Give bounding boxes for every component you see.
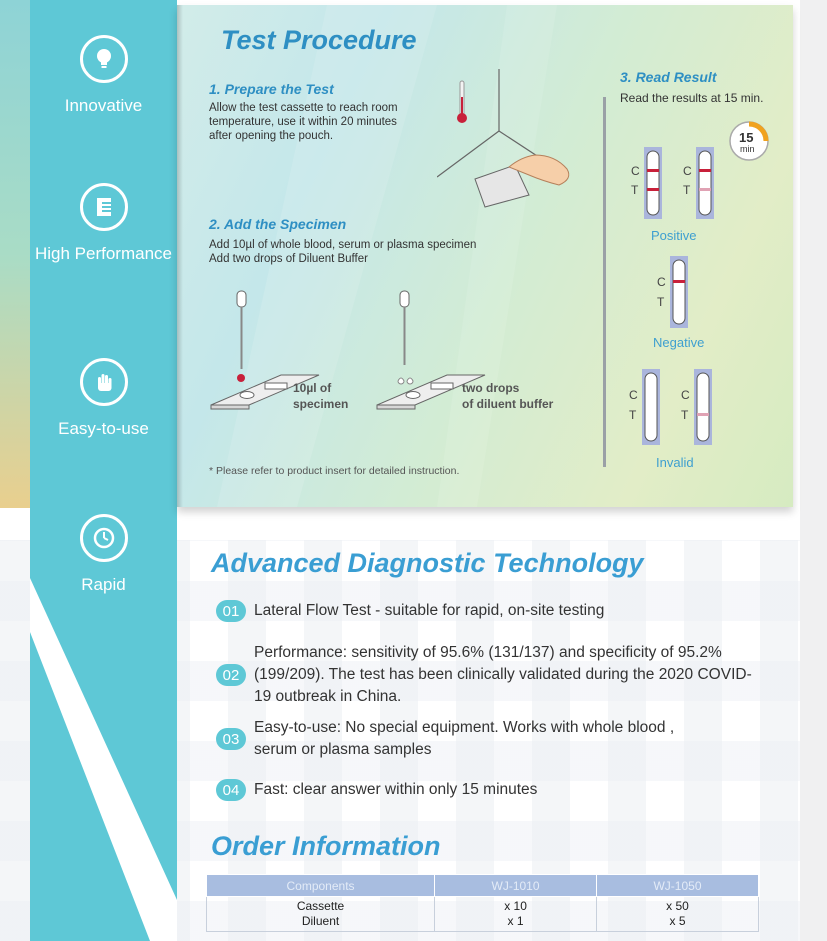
- t-label: T: [631, 183, 639, 197]
- c-label: C: [657, 275, 666, 289]
- test-procedure-panel: Test Procedure 1. Prepare the Test Allow…: [177, 5, 793, 507]
- band-diagonal-decoration: [30, 578, 177, 941]
- document-icon: [79, 183, 128, 231]
- technology-title: Advanced Diagnostic Technology: [211, 548, 644, 578]
- negative-label: Negative: [653, 335, 705, 350]
- header-wj-1010: WJ-1010: [434, 874, 598, 897]
- invalid-label: Invalid: [656, 455, 694, 470]
- feature-easy-to-use: Easy-to-use: [30, 358, 177, 440]
- feature-rapid: Rapid: [30, 514, 177, 596]
- step3-text: Read the results at 15 min.: [620, 91, 764, 105]
- positive-strip-1: [644, 147, 662, 219]
- components-cell: Cassette Diluent: [205, 896, 436, 932]
- positive-strip-2: [696, 147, 714, 219]
- item-text: Lateral Flow Test - suitable for rapid, …: [254, 602, 605, 619]
- t-label: T: [629, 408, 637, 422]
- feature-high-performance: High Performance: [30, 183, 177, 265]
- t-label: T: [657, 295, 665, 309]
- buffer-caption: two drops of diluent buffer: [462, 381, 554, 411]
- table-row: Cassette Diluent x 10 x 1 x 50 x 5: [205, 896, 759, 932]
- order-title: Order Information: [211, 831, 441, 861]
- feature-innovative: Innovative: [30, 35, 177, 117]
- tech-item-2: 02 Performance: sensitivity of 95.6% (13…: [216, 642, 776, 708]
- step2-text: Add 10µl of whole blood, serum or plasma…: [209, 239, 477, 265]
- order-table-header: Components WJ-1010 WJ-1050: [205, 874, 759, 897]
- negative-strip: [670, 256, 688, 328]
- feature-label: High Performance: [34, 244, 172, 263]
- buffer-cassette-illustration: [376, 290, 486, 410]
- hand-icon: [79, 358, 128, 406]
- item-number: 04: [216, 779, 246, 801]
- tech-item-3: 03 Easy-to-use: No special equipment. Wo…: [216, 717, 776, 761]
- left-edge-strip: [0, 0, 30, 508]
- divider-line: [603, 97, 606, 467]
- t-label: T: [681, 408, 689, 422]
- item-number: 02: [216, 664, 246, 686]
- item-text: Easy-to-use: No special equipment. Works…: [254, 719, 675, 758]
- clock-icon: [79, 514, 128, 562]
- wj-1050-cell: x 50 x 5: [596, 896, 759, 932]
- feature-label: Rapid: [81, 575, 126, 594]
- wj-1010-cell: x 10 x 1: [434, 896, 598, 932]
- lightbulb-icon: [79, 35, 128, 83]
- item-text: Fast: clear answer within only 15 minute…: [254, 781, 538, 798]
- item-number: 01: [216, 600, 246, 622]
- c-label: C: [681, 388, 690, 402]
- positive-label: Positive: [651, 228, 697, 243]
- c-label: C: [683, 164, 692, 178]
- order-table: Components WJ-1010 WJ-1050 Cassette Dilu…: [205, 874, 759, 932]
- specimen-cassette-illustration: [210, 290, 320, 410]
- feature-label: Innovative: [64, 96, 143, 115]
- timer-icon: [729, 121, 769, 161]
- c-label: C: [631, 164, 640, 178]
- header-wj-1050: WJ-1050: [596, 874, 759, 897]
- instruction-note: * Please refer to product insert for det…: [209, 465, 460, 477]
- feature-label: Easy-to-use: [58, 419, 149, 438]
- scrollbar-track[interactable]: [800, 0, 827, 941]
- t-label: T: [683, 183, 691, 197]
- pouch-illustration: [437, 69, 570, 208]
- invalid-strip-2: [694, 369, 712, 445]
- timer-number: 15: [739, 130, 754, 145]
- step1-heading: 1. Prepare the Test: [209, 81, 334, 97]
- item-text: Performance: sensitivity of 95.6% (131/1…: [254, 644, 752, 705]
- step3-heading: 3. Read Result: [620, 69, 717, 85]
- item-number: 03: [216, 728, 246, 750]
- invalid-strip-1: [642, 369, 660, 445]
- timer-unit: min: [740, 144, 755, 154]
- test-procedure-title: Test Procedure: [221, 25, 417, 55]
- specimen-caption: 10µl of specimen: [293, 381, 349, 411]
- step2-heading: 2. Add the Specimen: [209, 216, 347, 232]
- tech-item-4: 04 Fast: clear answer within only 15 min…: [216, 779, 776, 801]
- c-label: C: [629, 388, 638, 402]
- header-components: Components: [205, 874, 436, 897]
- step1-text: Allow the test cassette to reach room te…: [209, 102, 398, 142]
- tech-item-1: 01 Lateral Flow Test - suitable for rapi…: [216, 600, 776, 622]
